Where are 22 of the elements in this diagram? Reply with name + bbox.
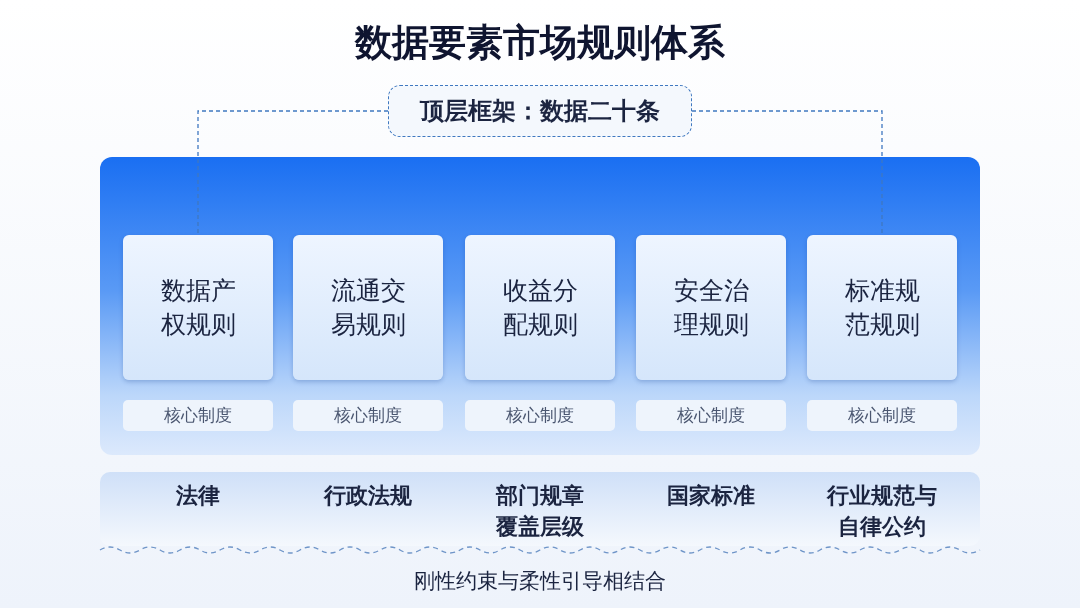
- level-band: [100, 472, 980, 546]
- level-label: 法律: [175, 482, 221, 510]
- rule-card: 流通交易规则: [293, 235, 443, 380]
- tag-box: 核心制度: [465, 400, 615, 431]
- connector-line: [197, 110, 389, 236]
- panel-background: [100, 157, 980, 455]
- footer-note: 刚性约束与柔性引导相结合: [413, 568, 667, 595]
- tag-box: 核心制度: [636, 400, 786, 431]
- rule-card: 收益分配规则: [465, 235, 615, 380]
- level-label: 部门规章覆盖层级: [494, 482, 585, 541]
- rule-card: 数据产权规则: [123, 235, 273, 380]
- tag-box: 核心制度: [293, 400, 443, 431]
- connector-line: [691, 110, 883, 236]
- level-label: 国家标准: [666, 482, 756, 510]
- rule-card: 安全治理规则: [636, 235, 786, 380]
- tag-box: 核心制度: [123, 400, 273, 431]
- title: 数据要素市场规则体系: [353, 20, 726, 66]
- level-label: 行政法规: [322, 482, 413, 510]
- tag-box: 核心制度: [807, 400, 957, 431]
- level-label: 行业规范与自律公约: [825, 482, 938, 541]
- framework-box: 顶层框架：数据二十条: [388, 85, 692, 137]
- rule-card: 标准规范规则: [807, 235, 957, 380]
